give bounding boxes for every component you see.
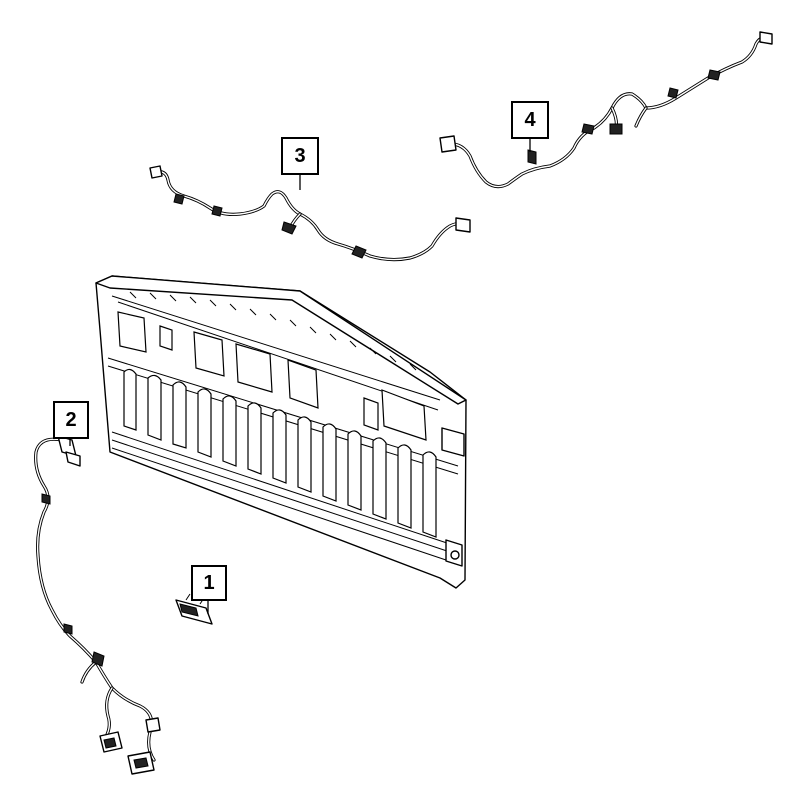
- wiring-harness-2: [34, 435, 161, 775]
- callout-1: 1: [191, 565, 227, 614]
- wiring-harness-3: [149, 165, 471, 262]
- callout-label-2: 2: [65, 409, 76, 431]
- top-rail-hatching: [129, 291, 417, 371]
- connector-bracket-icon: [175, 593, 213, 625]
- tailgate-panel: [95, 275, 467, 589]
- callout-3: 3: [281, 137, 319, 190]
- callout-label-4: 4: [524, 109, 536, 131]
- callout-label-1: 1: [203, 572, 214, 594]
- wiring-harness-4: [439, 31, 773, 189]
- callout-label-3: 3: [294, 145, 305, 167]
- tailgate-ribs: [123, 368, 437, 538]
- callout-2: 2: [53, 401, 89, 446]
- callout-4: 4: [511, 101, 549, 152]
